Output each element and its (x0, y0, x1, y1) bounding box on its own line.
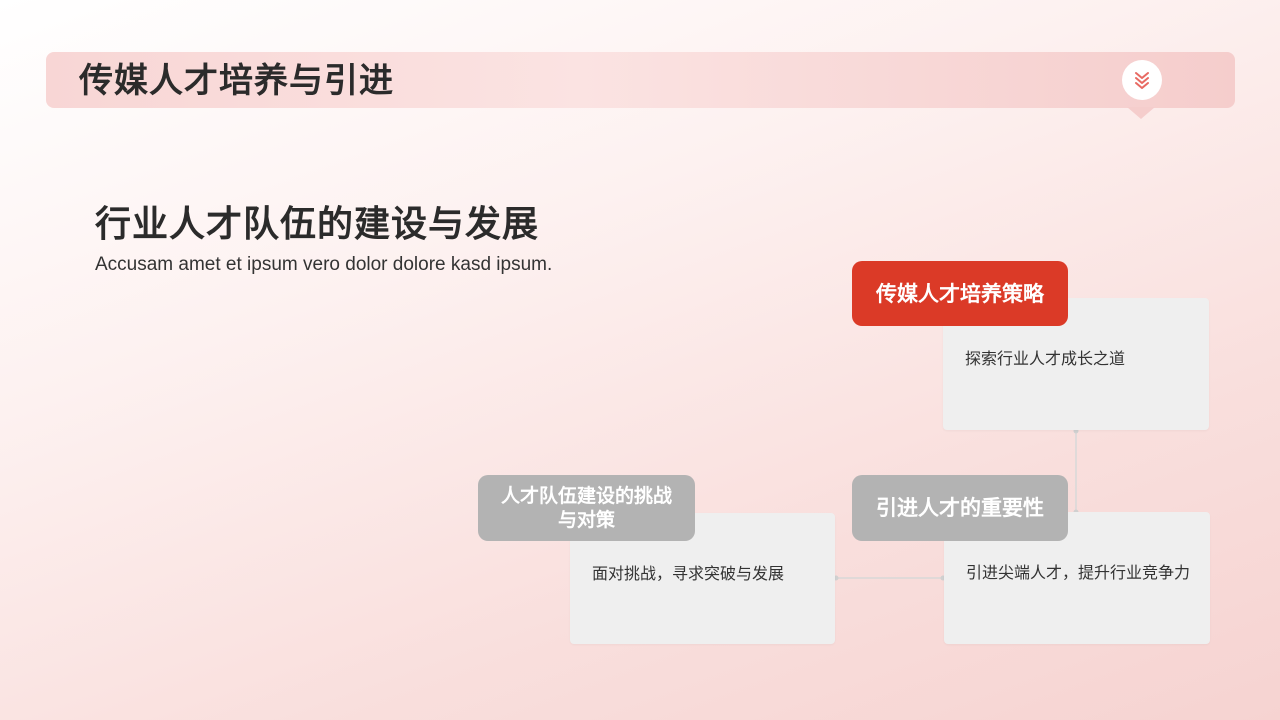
page-title: 传媒人才培养与引进 (79, 61, 394, 101)
node-label-strategy[interactable]: 传媒人才培养策略 (852, 261, 1068, 326)
node-label-challenges[interactable]: 人才队伍建设的挑战与对策 (478, 475, 695, 541)
section-title: 行业人才队伍的建设与发展 (95, 204, 540, 245)
chevron-double-down-icon[interactable] (1122, 60, 1162, 100)
header-notch (1127, 107, 1155, 119)
node-description: 引进尖端人才，提升行业竞争力 (966, 563, 1191, 582)
node-description: 面对挑战，寻求突破与发展 (592, 564, 785, 583)
section-subtitle: Accusam amet et ipsum vero dolor dolore … (95, 254, 553, 275)
node-description: 探索行业人才成长之道 (965, 349, 1126, 368)
node-label-importance[interactable]: 引进人才的重要性 (852, 475, 1068, 541)
header-bar: 传媒人才培养与引进 (46, 52, 1235, 119)
